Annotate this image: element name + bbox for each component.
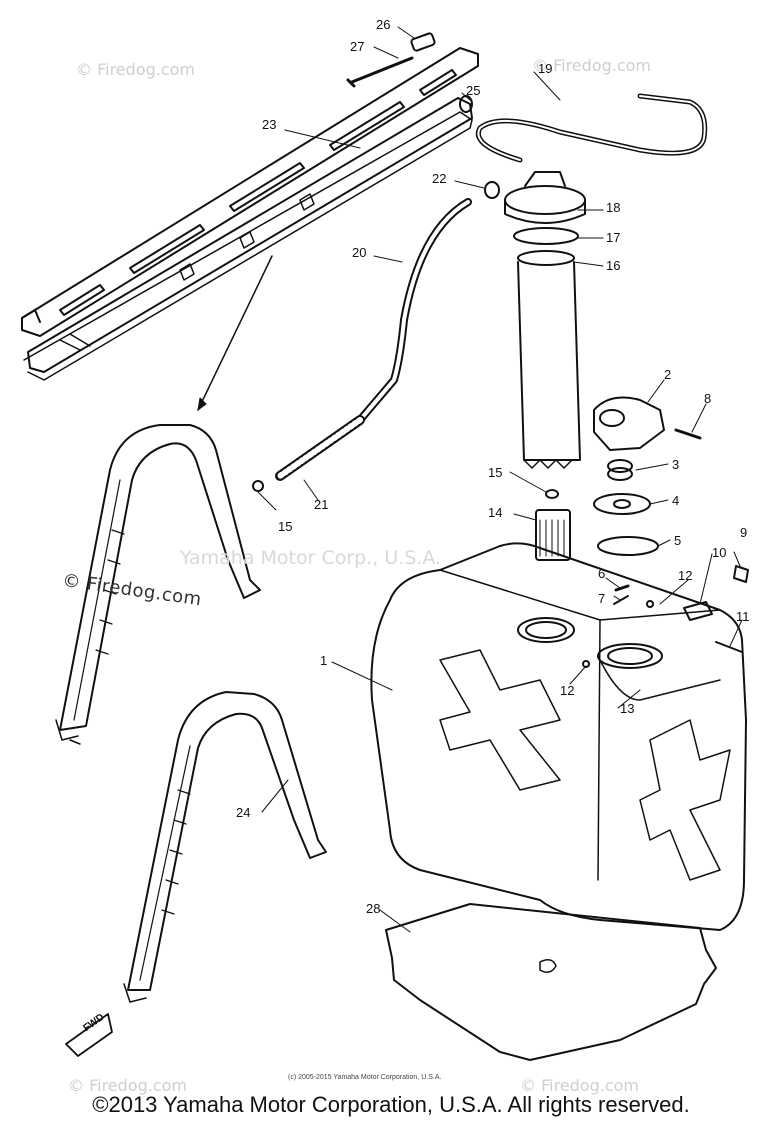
callout-9: 9	[740, 525, 748, 540]
callout-21: 21	[314, 497, 329, 512]
part-1-fuel-tank	[370, 542, 747, 931]
fwd-arrow-badge	[65, 1013, 113, 1057]
part-26-sleeve	[410, 32, 436, 52]
fine-print-copyright: (c) 2005-2015 Yamaha Motor Corporation, …	[288, 1074, 442, 1081]
callout-6: 6	[598, 566, 606, 581]
part-16-ring	[517, 250, 575, 266]
watermark-site-top-right: © Firedog.com	[532, 56, 651, 75]
callout-14: 14	[488, 505, 503, 520]
watermark-site-bottom-left: © Firedog.com	[68, 1076, 187, 1095]
watermark-site-top-left: © Firedog.com	[76, 60, 195, 79]
callout-1: 1	[320, 653, 328, 668]
part-12-nut-a	[646, 600, 654, 608]
part-11-bolt	[715, 641, 743, 653]
part-24-bracket-upper	[55, 424, 261, 745]
part-3-spring	[607, 459, 633, 481]
callout-12: 12	[678, 568, 693, 583]
callout-18: 18	[606, 200, 621, 215]
callout-16: 16	[606, 258, 621, 273]
part-15-clip	[545, 489, 559, 499]
callout-7: 7	[598, 591, 606, 606]
callout-10: 10	[712, 545, 727, 560]
part-4-disc	[593, 493, 651, 515]
part-22-clamp	[484, 181, 500, 199]
part-10-plate	[683, 601, 713, 621]
copyright-notice: ©2013 Yamaha Motor Corporation, U.S.A. A…	[92, 1092, 690, 1117]
part-12-nut-b	[582, 660, 590, 668]
callout-27: 27	[350, 39, 365, 54]
callout-13: 13	[620, 701, 635, 716]
leader-lines	[257, 26, 743, 933]
callout-23: 23	[262, 117, 277, 132]
callout-4: 4	[672, 493, 680, 508]
callout-24: 24	[236, 805, 251, 820]
callout-20: 20	[352, 245, 367, 260]
callout-3: 3	[672, 457, 680, 472]
callout-28: 28	[366, 901, 381, 916]
callout-15: 15	[488, 465, 503, 480]
callout-26: 26	[376, 17, 391, 32]
callout-19: 19	[538, 61, 553, 76]
callout-25: 25	[466, 83, 481, 98]
filler-tube	[517, 261, 581, 469]
part-6-pin	[614, 584, 630, 592]
part-7-screw	[613, 595, 629, 605]
assembly-arrow	[197, 255, 273, 411]
part-15-clip-left	[252, 480, 264, 492]
part-17-ring	[513, 227, 579, 245]
watermark-center: Yamaha Motor Corp., U.S.A.	[180, 547, 442, 569]
part-5-plate	[597, 536, 659, 556]
callout-22: 22	[432, 171, 447, 186]
callout-12-b: 12	[560, 683, 575, 698]
part-14-filter	[535, 509, 571, 561]
part-27-bolt	[346, 56, 414, 88]
callout-11: 11	[736, 609, 750, 624]
part-21-spring	[275, 415, 365, 481]
callout-5: 5	[674, 533, 682, 548]
part-19-hose	[476, 93, 708, 163]
callout-2: 2	[664, 367, 672, 382]
watermark-site-bottom-right: © Firedog.com	[520, 1076, 639, 1095]
part-23-rail	[21, 47, 479, 337]
part-9-clip	[733, 565, 749, 583]
callout-8: 8	[704, 391, 712, 406]
callout-15-left: 15	[278, 519, 293, 534]
part-2-mount	[593, 396, 665, 451]
callout-17: 17	[606, 230, 621, 245]
part-28-base-plate	[385, 903, 717, 1061]
part-8-bolt	[674, 428, 702, 440]
part-25-tube	[23, 95, 473, 381]
part-20-fuel-line	[356, 198, 472, 424]
part-18-cap	[504, 171, 586, 224]
part-24-bracket-lower	[123, 691, 327, 1003]
